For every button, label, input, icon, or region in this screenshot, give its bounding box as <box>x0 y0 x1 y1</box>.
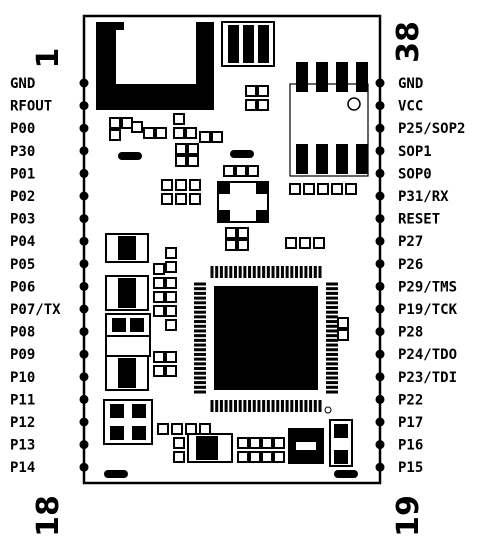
right-pin-label: P16 <box>398 438 423 454</box>
right-pin-pad <box>375 417 385 427</box>
left-large-components <box>103 233 153 445</box>
bottom-right-components <box>187 419 353 467</box>
right-pin-label: P17 <box>398 415 423 431</box>
right-pin-label: RESET <box>398 212 440 228</box>
right-pin-label: GND <box>398 76 423 92</box>
left-pin-pad <box>79 236 89 246</box>
right-pin-pad <box>375 214 385 224</box>
left-pin-label: P00 <box>10 121 35 137</box>
left-pin-label: P06 <box>10 279 35 295</box>
left-pin-label: P13 <box>10 438 35 454</box>
right-pin-label: P23/TDI <box>398 370 457 386</box>
left-pin-pad <box>79 191 89 201</box>
left-pin-pad <box>79 259 89 269</box>
right-pin-pad <box>375 327 385 337</box>
left-pin-pad <box>79 394 89 404</box>
right-pin-label: P25/SOP2 <box>398 121 465 137</box>
right-pin-label: P27 <box>398 234 423 250</box>
left-pin-label: P01 <box>10 166 35 182</box>
right-pin-label: P31/RX <box>398 189 449 205</box>
left-pin-label: P11 <box>10 392 35 408</box>
right-pin-label: P15 <box>398 460 423 476</box>
left-pin-pad <box>79 101 89 111</box>
left-pin-label: P30 <box>10 144 35 160</box>
left-pin-label: P08 <box>10 325 35 341</box>
left-pin-pad <box>79 304 89 314</box>
right-pin-label: P24/TDO <box>398 347 457 363</box>
left-pin-pad <box>79 417 89 427</box>
left-pin-label: P12 <box>10 415 35 431</box>
left-pin-label: RFOUT <box>10 99 52 115</box>
right-pin-pad <box>375 191 385 201</box>
right-pin-label: P28 <box>398 325 423 341</box>
left-pin-label: P14 <box>10 460 35 476</box>
right-pin-pad <box>375 259 385 269</box>
left-pin-label: P05 <box>10 257 35 273</box>
left-pin-pad <box>79 281 89 291</box>
right-pin-label: P26 <box>398 257 423 273</box>
left-pin-pad <box>79 349 89 359</box>
right-pin-pad <box>375 394 385 404</box>
right-pin-pad <box>375 372 385 382</box>
right-pin-pad <box>375 123 385 133</box>
left-pin-label: GND <box>10 76 35 92</box>
left-pin-pad <box>79 168 89 178</box>
left-pin-label: P02 <box>10 189 35 205</box>
left-pin-pad <box>79 123 89 133</box>
main-soc-chip <box>194 266 338 414</box>
pin-number-1: 1 <box>31 48 66 69</box>
right-pin-label: P19/TCK <box>398 302 458 318</box>
left-pin-pad <box>79 78 89 88</box>
right-pin-pad <box>375 168 385 178</box>
square-inductor <box>217 181 269 223</box>
right-pin-pad <box>375 304 385 314</box>
left-pin-label: P10 <box>10 370 35 386</box>
smd-components <box>109 85 357 463</box>
right-pin-label: P29/TMS <box>398 279 457 295</box>
left-pin-label: P07/TX <box>10 302 61 318</box>
right-pin-pad <box>375 281 385 291</box>
mounting-slots <box>104 150 358 478</box>
crystal-pads <box>221 21 275 67</box>
flash-chip <box>289 62 369 177</box>
right-pin-pad <box>375 349 385 359</box>
left-pin-label: P04 <box>10 234 35 250</box>
right-pin-pad <box>375 440 385 450</box>
left-pin-pad <box>79 327 89 337</box>
right-pin-label: P22 <box>398 392 423 408</box>
right-pin-pad <box>375 462 385 472</box>
left-pin-pad <box>79 372 89 382</box>
left-pin-pad <box>79 146 89 156</box>
left-pin-label: P09 <box>10 347 35 363</box>
right-pin-label: SOP0 <box>398 166 432 182</box>
right-pin-pad <box>375 146 385 156</box>
left-pin-label: P03 <box>10 212 35 228</box>
pin-number-18: 18 <box>31 495 66 537</box>
right-pin-pad <box>375 78 385 88</box>
left-pin-pad <box>79 462 89 472</box>
antenna-trace <box>96 22 214 110</box>
right-pin-label: SOP1 <box>398 144 432 160</box>
right-pin-pad <box>375 236 385 246</box>
left-pin-pad <box>79 440 89 450</box>
left-pin-pad <box>79 214 89 224</box>
right-pin-label: VCC <box>398 99 423 115</box>
right-pin-pad <box>375 101 385 111</box>
pin-number-38: 38 <box>391 21 426 63</box>
pin-number-19: 19 <box>391 495 426 537</box>
